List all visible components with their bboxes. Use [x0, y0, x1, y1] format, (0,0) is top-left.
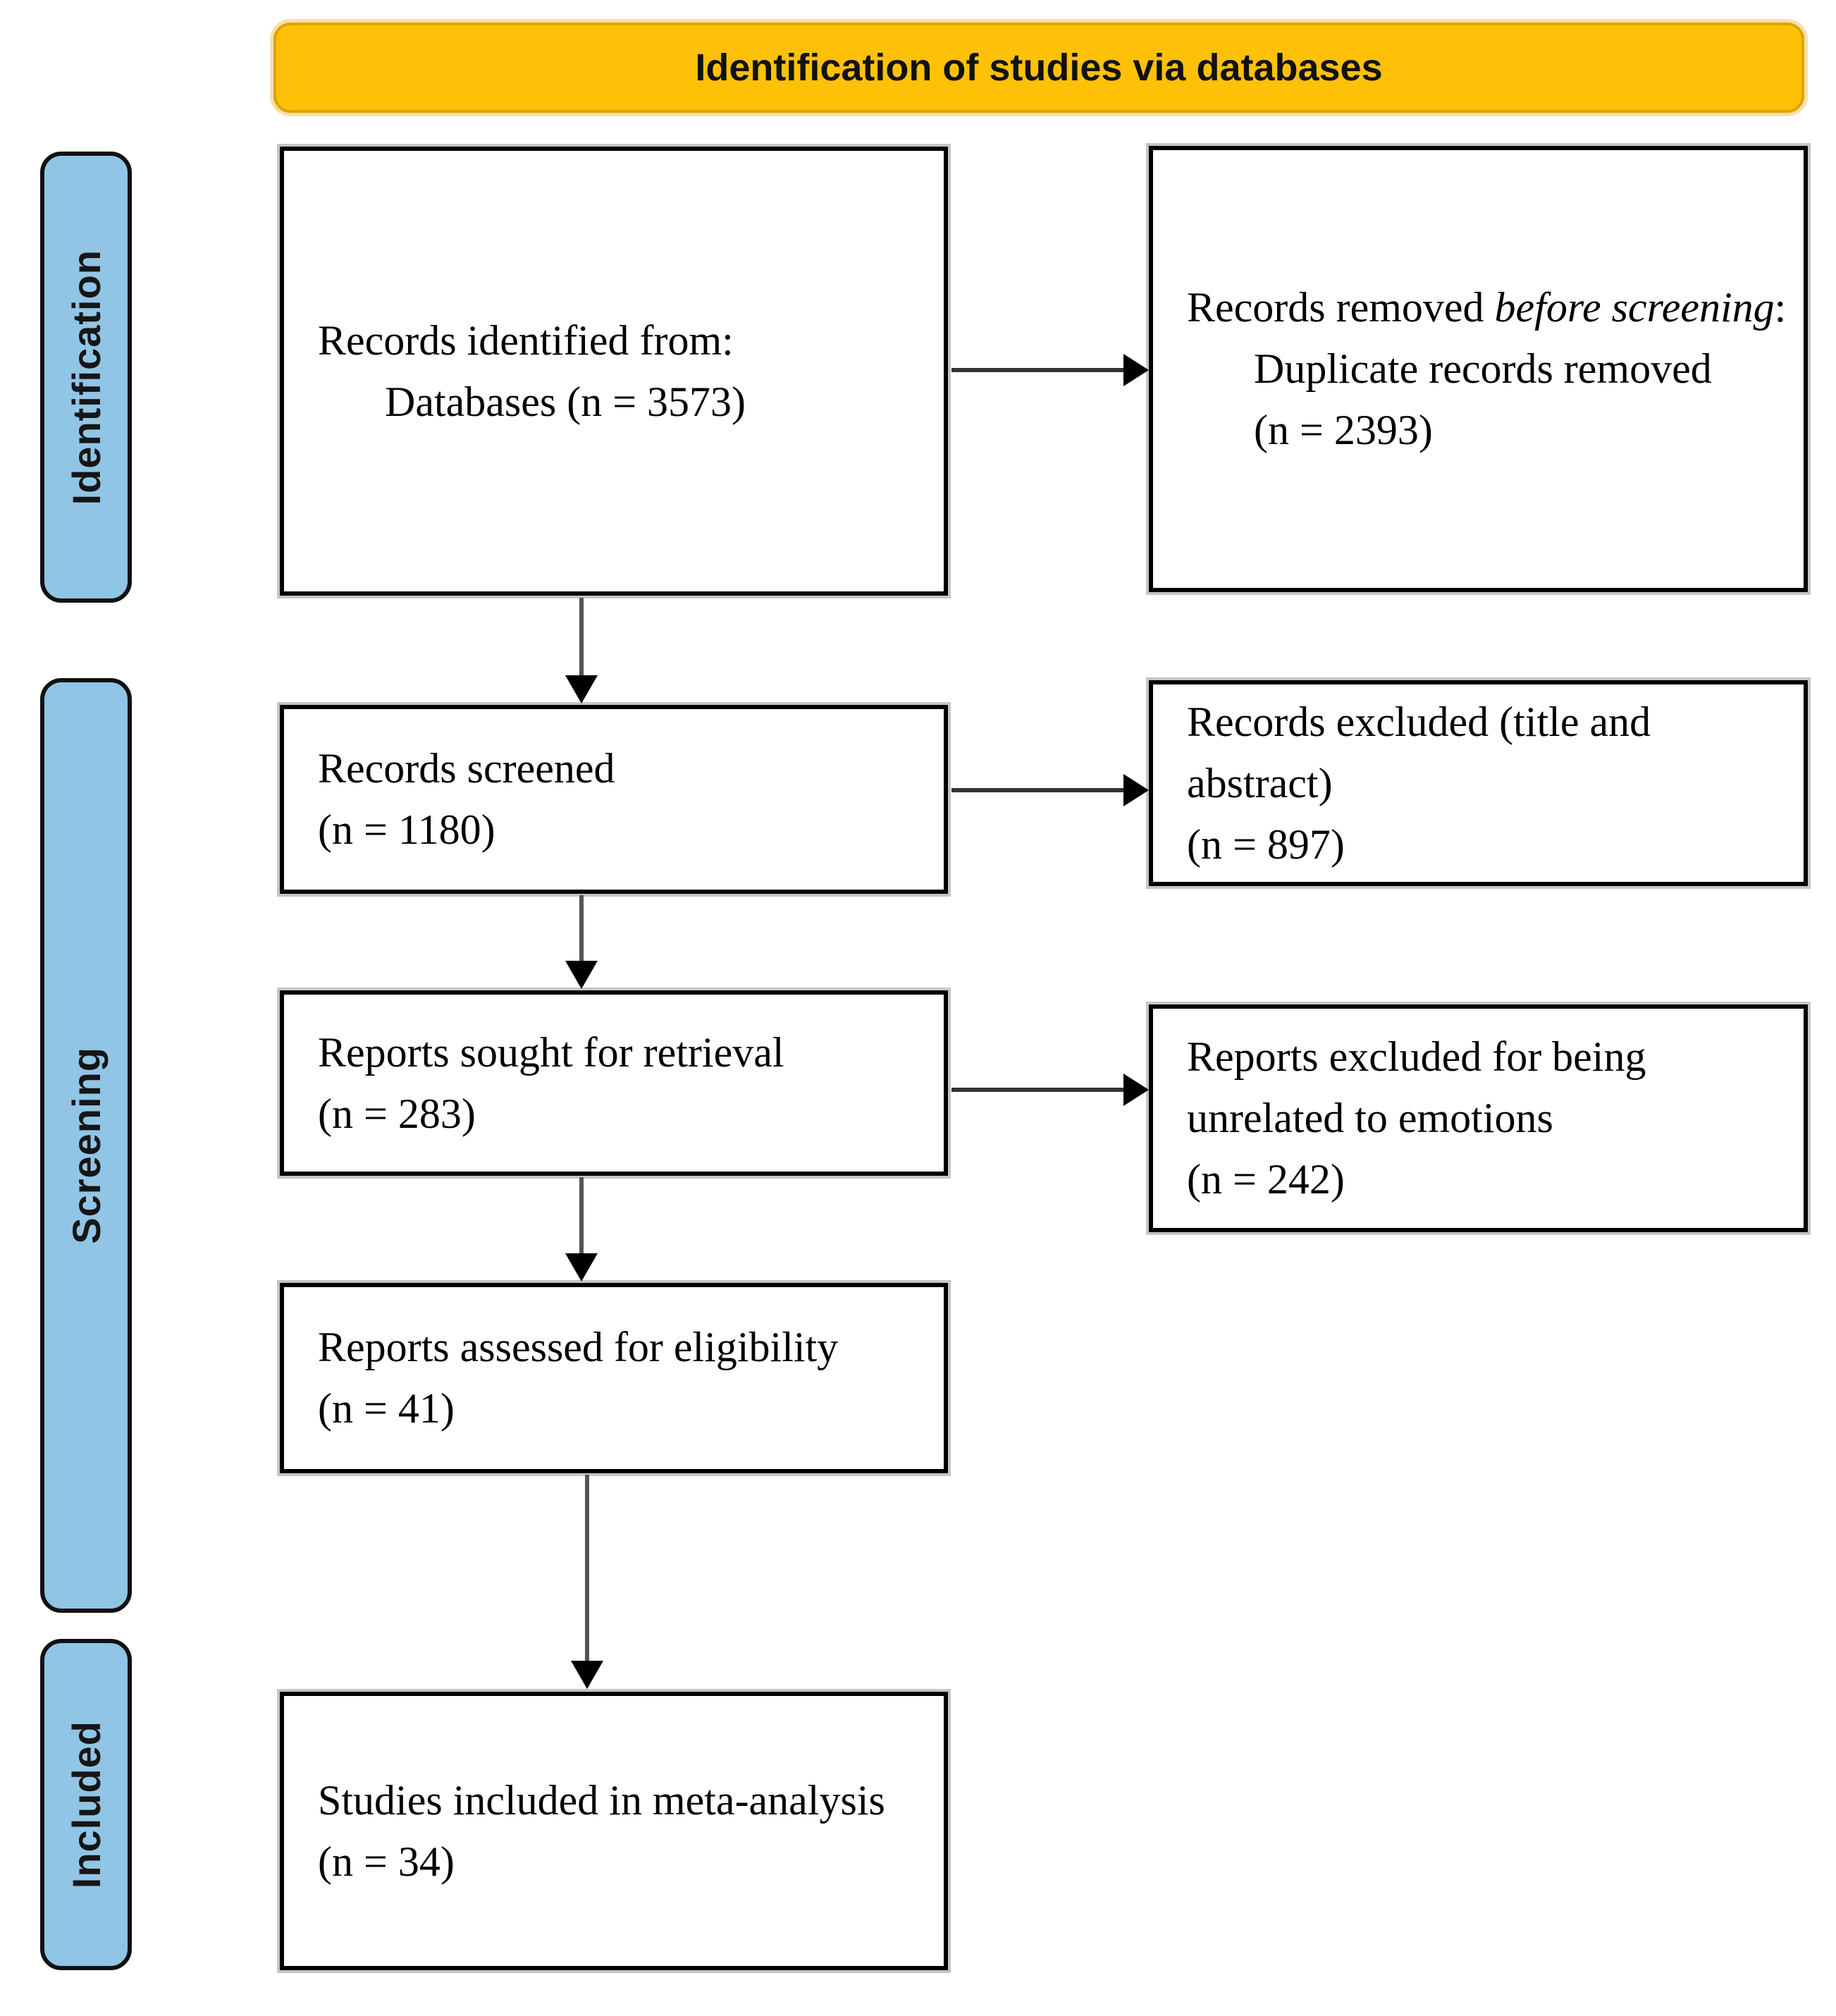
records-removed-detail-text: Duplicate records removed	[1254, 345, 1712, 392]
records-excluded-count: (n = 897)	[1187, 820, 1345, 868]
records-removed-detail: Duplicate records removed (n = 2393)	[1254, 338, 1789, 461]
stage-label-screening: Screening	[40, 678, 132, 1613]
box-reports-assessed: Reports assessed for eligibility (n = 41…	[280, 1283, 948, 1473]
reports-sought-count: (n = 283)	[318, 1090, 476, 1137]
records-screened-label: Records screened	[318, 745, 615, 792]
connector-arrow-screened-to-excluded	[951, 788, 1123, 792]
studies-included-count: (n = 34)	[318, 1838, 455, 1885]
box-reports-excluded-unrelated: Reports excluded for being unrelated to …	[1149, 1004, 1808, 1232]
reports-excluded-unrelated-count: (n = 242)	[1187, 1156, 1345, 1203]
stage-label-identification-text: Identification	[63, 249, 109, 505]
connector-arrow-identified-to-screened	[579, 598, 584, 677]
box-records-identified: Records identified from: Databases (n = …	[280, 147, 948, 596]
records-removed-line1: Records removed before screening:	[1187, 277, 1789, 338]
box-reports-sought: Reports sought for retrieval (n = 283)	[280, 990, 948, 1176]
reports-excluded-unrelated-label: Reports excluded for being unrelated to …	[1187, 1033, 1646, 1141]
banner-title: Identification of studies via databases	[273, 23, 1804, 113]
records-removed-italic: before screening	[1494, 284, 1775, 331]
records-screened-count: (n = 1180)	[318, 806, 495, 853]
stage-label-screening-text: Screening	[63, 1047, 109, 1244]
records-excluded-label: Records excluded (title and abstract)	[1187, 698, 1651, 806]
box-records-screened: Records screened (n = 1180)	[280, 705, 948, 894]
stage-label-identification: Identification	[40, 152, 132, 603]
records-removed-prefix: Records removed	[1187, 284, 1495, 331]
connector-arrow-assessed-to-included	[585, 1475, 589, 1662]
box-records-removed: Records removed before screening: Duplic…	[1149, 146, 1808, 592]
stage-label-included-text: Included	[63, 1720, 109, 1889]
connector-arrow-sought-to-excluded-unrelated	[951, 1088, 1123, 1092]
records-identified-line2: Databases (n = 3573)	[385, 378, 746, 425]
box-studies-included: Studies included in meta-analysis (n = 3…	[280, 1692, 948, 1970]
connector-arrow-identified-to-removed	[951, 368, 1123, 372]
connector-arrow-sought-to-assessed	[579, 1177, 584, 1255]
stage-label-included: Included	[40, 1639, 132, 1970]
reports-assessed-label: Reports assessed for eligibility	[318, 1324, 839, 1370]
banner-title-text: Identification of studies via databases	[695, 47, 1383, 89]
records-removed-count: (n = 2393)	[1254, 407, 1433, 453]
connector-arrow-screened-to-sought	[579, 895, 584, 962]
box-records-excluded: Records excluded (title and abstract) (n…	[1149, 680, 1808, 886]
records-removed-suffix: :	[1774, 284, 1787, 331]
studies-included-label: Studies included in meta-analysis	[318, 1776, 885, 1824]
records-identified-line1: Records identified from:	[318, 316, 734, 364]
reports-sought-label: Reports sought for retrieval	[318, 1028, 784, 1076]
reports-assessed-count: (n = 41)	[318, 1385, 455, 1432]
